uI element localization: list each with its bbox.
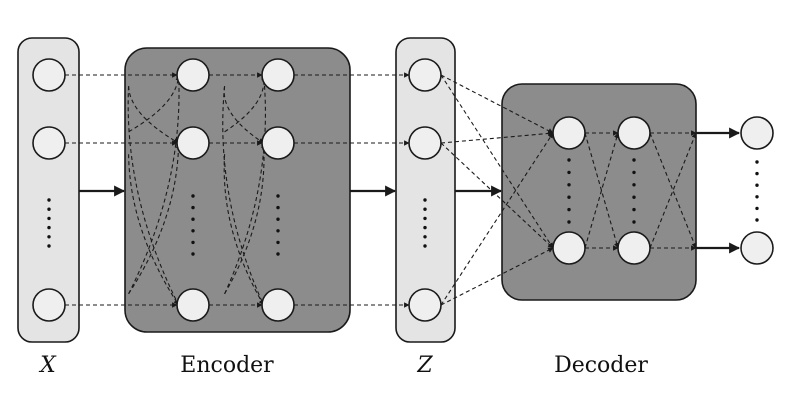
ellipsis-d1 [567, 158, 571, 162]
node-z [408, 288, 442, 322]
flow-arrows [79, 127, 741, 254]
ellipsis-e1 [191, 252, 195, 256]
edge-encoder-curve [224, 74, 267, 295]
ellipsis-e1 [191, 205, 195, 210]
connections [65, 72, 697, 308]
ellipsis-z [423, 225, 427, 230]
encoder-label: Encoder [180, 353, 274, 378]
edge-z-d1 [440, 130, 554, 144]
latent-label: Z [416, 353, 433, 378]
ellipsis-d2 [632, 183, 636, 187]
node-e2 [261, 58, 295, 92]
node-z [408, 58, 442, 92]
ellipsis-x [47, 244, 51, 248]
node-d1 [552, 116, 586, 150]
ellipsis-d2 [632, 195, 636, 199]
input-label: X [38, 353, 57, 378]
edge-z-d1 [440, 132, 554, 306]
ellipsis-d1 [567, 220, 571, 224]
ellipsis-d1 [567, 195, 571, 199]
ellipsis-e2 [276, 217, 280, 221]
edge-encoder-curve [127, 86, 180, 306]
edge-encoder-curve [224, 74, 268, 133]
decoder-block [501, 83, 697, 301]
ellipsis-e2 [276, 194, 280, 198]
ellipsis-z [423, 235, 427, 239]
ellipsis-d1 [567, 183, 571, 187]
node-e2 [261, 288, 295, 322]
node-out [740, 231, 774, 265]
ellipsis-x [47, 207, 51, 211]
edge-encoder-curve [223, 86, 265, 144]
ellipsis-x [47, 198, 51, 202]
ellipsis-e1 [191, 217, 195, 221]
ellipsis-z [423, 244, 427, 248]
edge-encoder-curve [128, 142, 182, 295]
ellipsis-e2 [276, 229, 280, 233]
ellipsis-e1 [191, 194, 195, 198]
node-z [408, 126, 442, 160]
ellipsis-out [755, 218, 759, 222]
node-x [32, 126, 66, 160]
ellipsis-e1 [191, 229, 195, 233]
ellipsis-out [755, 183, 759, 187]
ellipsis-z [423, 216, 427, 221]
ellipsis-out [755, 195, 759, 199]
encoder-block [124, 47, 351, 333]
ellipsis-d1 [567, 207, 571, 212]
ellipsis-e2 [276, 205, 280, 210]
decoder-label: Decoder [554, 353, 648, 378]
ellipsis-out [755, 160, 759, 164]
ellipsis-e1 [191, 240, 195, 245]
node-e1 [176, 288, 210, 322]
edge-encoder-curve [128, 154, 180, 306]
ellipsis-dots [47, 158, 759, 256]
edge-z-d1 [440, 142, 554, 249]
node-e1 [176, 126, 210, 160]
node-x [32, 58, 66, 92]
edge-encoder-curve [128, 74, 182, 295]
ellipsis-d2 [632, 220, 636, 224]
ellipsis-e2 [276, 252, 280, 256]
ellipsis-z [423, 207, 427, 211]
node-e1 [176, 58, 210, 92]
ellipsis-out [755, 206, 759, 211]
ellipsis-d2 [632, 207, 636, 212]
node-d2 [617, 116, 651, 150]
edge-z-d1 [440, 74, 554, 249]
ellipsis-x [47, 235, 51, 239]
node-e2 [261, 126, 295, 160]
ellipsis-d2 [632, 158, 636, 162]
node-out [740, 116, 774, 150]
edge-z-d1 [440, 74, 554, 134]
edge-d1-d2 [584, 132, 620, 249]
node-d2 [617, 231, 651, 265]
edge-encoder-curve [223, 154, 265, 306]
edge-encoder-curve [128, 86, 180, 144]
ellipsis-d1 [567, 170, 571, 175]
ellipsis-e2 [276, 240, 280, 245]
ellipsis-out [755, 171, 759, 176]
ellipsis-d2 [632, 170, 636, 175]
edge-encoder-curve [224, 142, 267, 295]
ellipsis-x [47, 225, 51, 230]
ellipsis-x [47, 216, 51, 221]
node-d1 [552, 231, 586, 265]
neuron-nodes [32, 58, 774, 322]
ellipsis-z [423, 198, 427, 202]
node-x [32, 288, 66, 322]
